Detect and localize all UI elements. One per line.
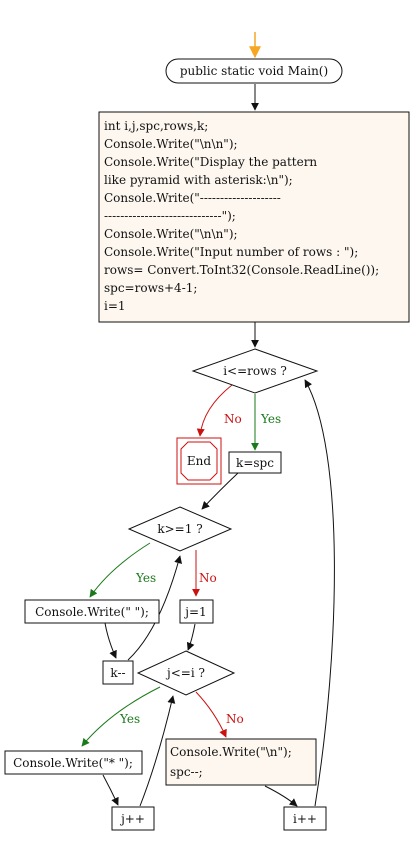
cond-j-yes-arrow [81,686,161,747]
cond-rows-no-label: No [224,412,242,426]
assign-j-to-cond-j-arrow [186,623,196,651]
cond-j-yes-label: Yes [119,712,140,726]
init-line: int i,j,spc,rows,k; [104,119,208,133]
write-space-to-dec-k-arrow [104,622,117,659]
end-label: End [187,454,211,468]
inc-i-loop-arrow [304,379,335,807]
write-star-label: Console.Write("* "); [13,756,133,770]
cond-k-yes-label: Yes [135,571,156,585]
dec-k-label: k-- [110,666,125,680]
cond-k-yes-arrow [89,542,151,598]
newline-to-inc-i-arrow [264,785,298,807]
connectors [81,32,335,807]
cond-k-decision: k>=1 ? [127,506,233,552]
cond-rows-label: i<=rows ? [223,364,287,378]
cond-j-no-label: No [226,712,244,726]
assign-k-to-cond-k-arrow [201,472,239,510]
newline-node: Console.Write("\n"); spc--; [165,738,317,786]
inc-i-label: i++ [293,812,317,826]
write-star-node: Console.Write("* "); [4,750,143,775]
cond-j-decision: j<=i ? [136,650,236,696]
inc-i-node: i++ [283,806,327,831]
assign-k-label: k=spc [236,456,274,470]
start-node: public static void Main() [165,58,343,84]
cond-j-no-arrow [195,691,227,738]
edge-labels: No Yes Yes No Yes No [119,412,281,726]
init-line: -----------------------------"); [104,209,236,223]
write-space-label: Console.Write(" "); [35,605,149,619]
cond-j-label: j<=i ? [165,666,205,680]
init-line: Console.Write("-------------------- [104,191,281,205]
write-star-to-inc-j-arrow [102,774,119,806]
inc-j-label: j++ [119,812,145,826]
init-line: Console.Write("\n\n"); [104,227,238,241]
init-line: Console.Write("\n\n"); [104,137,238,151]
init-line: spc=rows+4-1; [104,281,197,295]
assign-k-node: k=spc [228,451,282,474]
init-line: i=1 [104,299,126,313]
init-line: Console.Write("Input number of rows : ")… [104,245,358,259]
inc-j-loop-arrow [139,695,176,807]
assign-j-label: j=1 [183,605,206,619]
init-line: Console.Write("Display the pattern [104,155,317,169]
init-line: rows= Convert.ToInt32(Console.ReadLine()… [104,263,379,277]
end-node: End [176,437,222,485]
write-space-node: Console.Write(" "); [24,599,160,624]
init-process-node: int i,j,spc,rows,k; Console.Write("\n\n"… [98,111,410,323]
start-label: public static void Main() [180,64,328,78]
cond-rows-no-arrow [196,384,233,437]
init-line: like pyramid with asterisk:\n"); [104,173,293,187]
dec-k-node: k-- [102,660,134,685]
cond-rows-yes-label: Yes [260,412,281,426]
assign-j-node: j=1 [179,599,214,624]
cond-rows-decision: i<=rows ? [191,348,319,394]
newline-line: spc--; [170,765,203,779]
cond-k-no-label: No [199,571,217,585]
inc-j-node: j++ [111,806,155,831]
newline-line: Console.Write("\n"); [170,745,292,759]
cond-k-label: k>=1 ? [157,522,202,536]
